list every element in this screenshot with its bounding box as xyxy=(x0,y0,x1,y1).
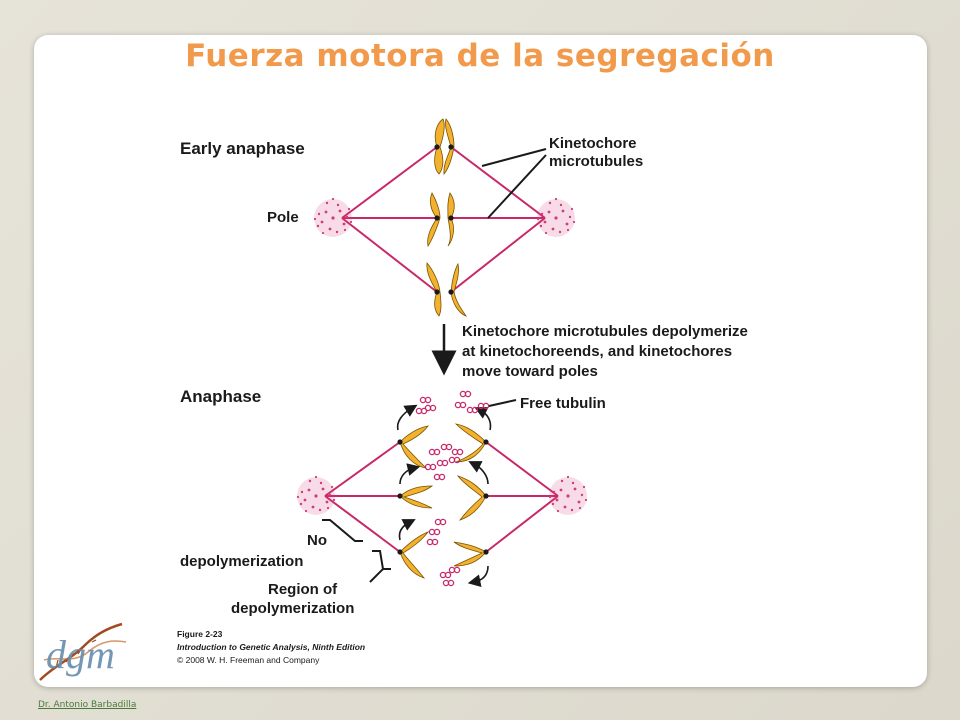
slide-title: Fuerza motora de la segregación xyxy=(185,38,775,74)
kinetochore-pointer-lines xyxy=(481,148,547,219)
movement-arrows xyxy=(396,404,492,588)
pole-left-early xyxy=(313,197,353,237)
depolymerization-bracket xyxy=(369,550,391,583)
author-link[interactable]: Dr. Antonio Barbadilla xyxy=(38,700,137,710)
figure-number: Figure 2-23 xyxy=(177,629,223,639)
kinetochore-microtubules-label-2: microtubules xyxy=(549,153,643,170)
anaphase-kinetochores xyxy=(397,439,489,555)
pole-label: Pole xyxy=(267,209,299,226)
anaphase-label: Anaphase xyxy=(180,387,261,406)
region-label-2: depolymerization xyxy=(231,600,354,617)
early-microtubules xyxy=(341,146,546,293)
anaphase-chromosomes xyxy=(399,423,487,579)
pole-right-early xyxy=(536,197,576,237)
figure-copyright: © 2008 W. H. Freeman and Company xyxy=(177,655,320,665)
early-kinetochores xyxy=(434,144,454,295)
region-label-1: Region of xyxy=(268,581,338,598)
caption-line-1: Kinetochore microtubules depolymerize xyxy=(462,323,748,340)
pole-left-anaphase xyxy=(296,475,336,515)
free-tubulin-pointer xyxy=(488,399,517,407)
caption-line-3: move toward poles xyxy=(462,363,598,380)
dgm-logo: dgm xyxy=(39,622,127,681)
free-tubulin-label: Free tubulin xyxy=(520,395,606,412)
early-anaphase-spindle xyxy=(313,118,576,317)
free-tubulin-dimers xyxy=(415,390,490,587)
figure-book: Introduction to Genetic Analysis, Ninth … xyxy=(177,642,365,652)
logo-text: dgm xyxy=(46,632,115,677)
pole-right-anaphase xyxy=(548,475,588,515)
no-depolymerization-bracket xyxy=(322,519,363,542)
anaphase-microtubules xyxy=(324,441,559,553)
no-label-2: depolymerization xyxy=(180,553,303,570)
anaphase-spindle xyxy=(296,390,588,588)
early-anaphase-label: Early anaphase xyxy=(180,139,305,158)
no-label-1: No xyxy=(307,532,327,549)
kinetochore-microtubules-label-1: Kinetochore xyxy=(549,135,637,152)
caption-line-2: at kinetochoreends, and kinetochores xyxy=(462,343,732,360)
